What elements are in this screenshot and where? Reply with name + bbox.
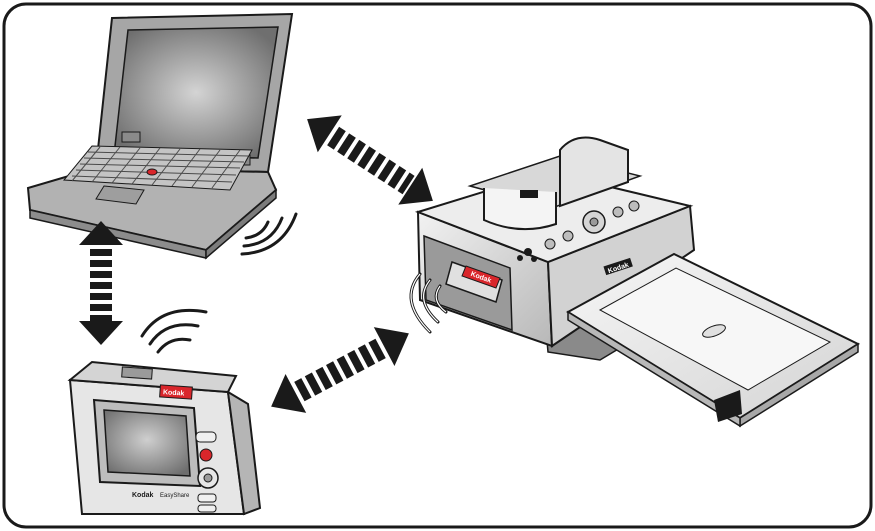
camera-screen xyxy=(103,409,191,477)
arrow-laptop-printer-icon xyxy=(307,115,433,205)
printer-paw-icon xyxy=(524,248,532,256)
camera-wireless-waves-icon xyxy=(140,308,208,354)
printer-button-icon xyxy=(628,200,640,212)
printer-button-icon xyxy=(612,206,624,218)
camera-share-button-icon xyxy=(199,448,213,462)
camera-buttons xyxy=(195,431,219,513)
printer-button-icon xyxy=(544,238,556,250)
printer-dock-icon: Kodak Kodak xyxy=(409,136,861,428)
tray-tab-icon xyxy=(702,324,726,338)
laptop-icon xyxy=(26,12,298,260)
laptop-wireless-waves-icon xyxy=(240,212,298,256)
printer-button-icon xyxy=(562,230,574,242)
camera-brand-label: Kodak xyxy=(132,492,154,499)
printer-control-buttons xyxy=(517,200,640,262)
touchpad-icon xyxy=(95,185,145,205)
camera-icon: Kodak Kodak EasyShare xyxy=(67,308,262,516)
camera-button-icon xyxy=(197,504,217,513)
camera-top-label: Kodak xyxy=(163,389,185,397)
trackpoint-icon xyxy=(146,168,158,176)
camera-button-icon xyxy=(197,493,217,503)
camera-button-icon xyxy=(195,431,217,443)
arrow-laptop-camera-icon xyxy=(79,221,123,345)
arrow-camera-printer-icon xyxy=(271,327,409,413)
camera-top-label-badge: Kodak xyxy=(159,384,193,400)
camera-model-label: EasyShare xyxy=(160,493,190,499)
